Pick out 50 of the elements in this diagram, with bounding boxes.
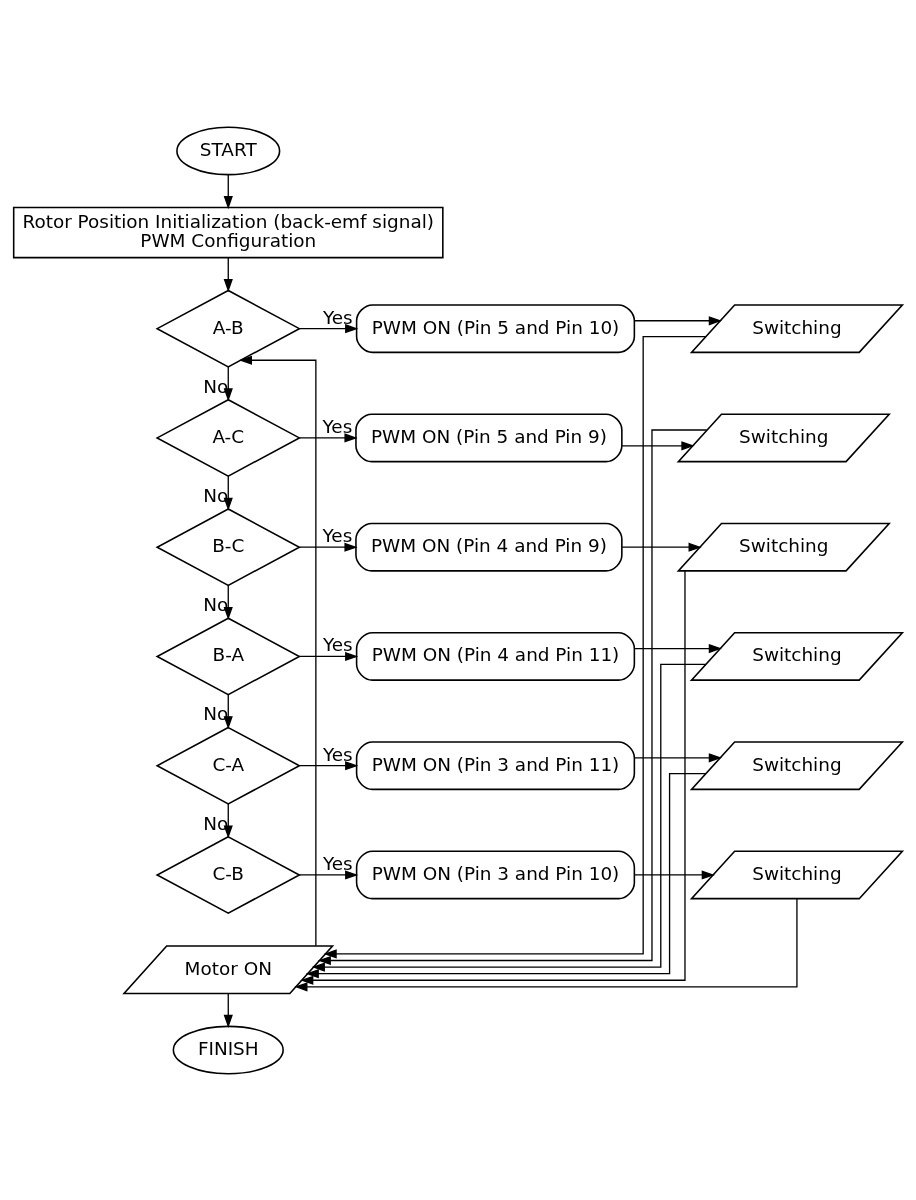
edge-label: No [203,484,229,506]
arrow [223,365,233,402]
arrow [298,651,359,661]
edge-label: Yes [322,852,353,874]
edge-label: No [203,593,229,615]
arrow [621,542,702,552]
arrow [305,772,707,978]
arrow [621,440,695,450]
node-diamond: B-C [155,507,301,586]
arrow [317,428,708,965]
arrow [223,992,233,1028]
node-ellipse: FINISH [172,1025,284,1074]
arrow [323,335,707,959]
node-box: Rotor Position Initialization (back-emf signal) PWM Configuration [12,206,444,258]
edge-label: No [203,375,229,397]
node-box: PWM ON (Pin 3 and Pin 11) [355,740,636,790]
arrow [238,355,317,946]
arrow [298,542,358,552]
node-ellipse: START [176,125,281,175]
edge-label: Yes [322,415,353,437]
node-box: PWM ON (Pin 3 and Pin 10) [355,850,636,899]
arrow [634,752,722,762]
arrow [298,869,359,880]
arrow [298,432,358,443]
arrow [634,315,722,325]
arrow [223,256,233,292]
node-diamond: A-C [155,398,301,477]
arrow [223,802,233,839]
edge-label: Yes [322,743,353,765]
node-box: PWM ON (Pin 4 and Pin 9) [355,522,623,572]
node-box: PWM ON (Pin 5 and Pin 10) [355,303,636,353]
edge-label: No [203,812,229,834]
arrow [311,663,707,972]
arrow [294,897,798,991]
edge-label: No [203,702,229,724]
arrow [223,173,233,209]
edge-label: Yes [322,306,353,328]
node-box: PWM ON (Pin 5 and Pin 9) [355,412,623,462]
node-diamond: B-A [155,616,301,695]
arrow [634,869,715,880]
arrow [298,760,359,770]
edge-label: Yes [322,633,353,655]
edge-label: Yes [322,524,353,546]
node-diamond: C-A [155,726,301,805]
node-box: PWM ON (Pin 4 and Pin 11) [355,631,636,681]
arrow [634,643,722,653]
arrow [298,323,359,333]
node-diamond: C-B [155,835,301,914]
arrow [223,693,233,729]
arrow [300,569,686,985]
